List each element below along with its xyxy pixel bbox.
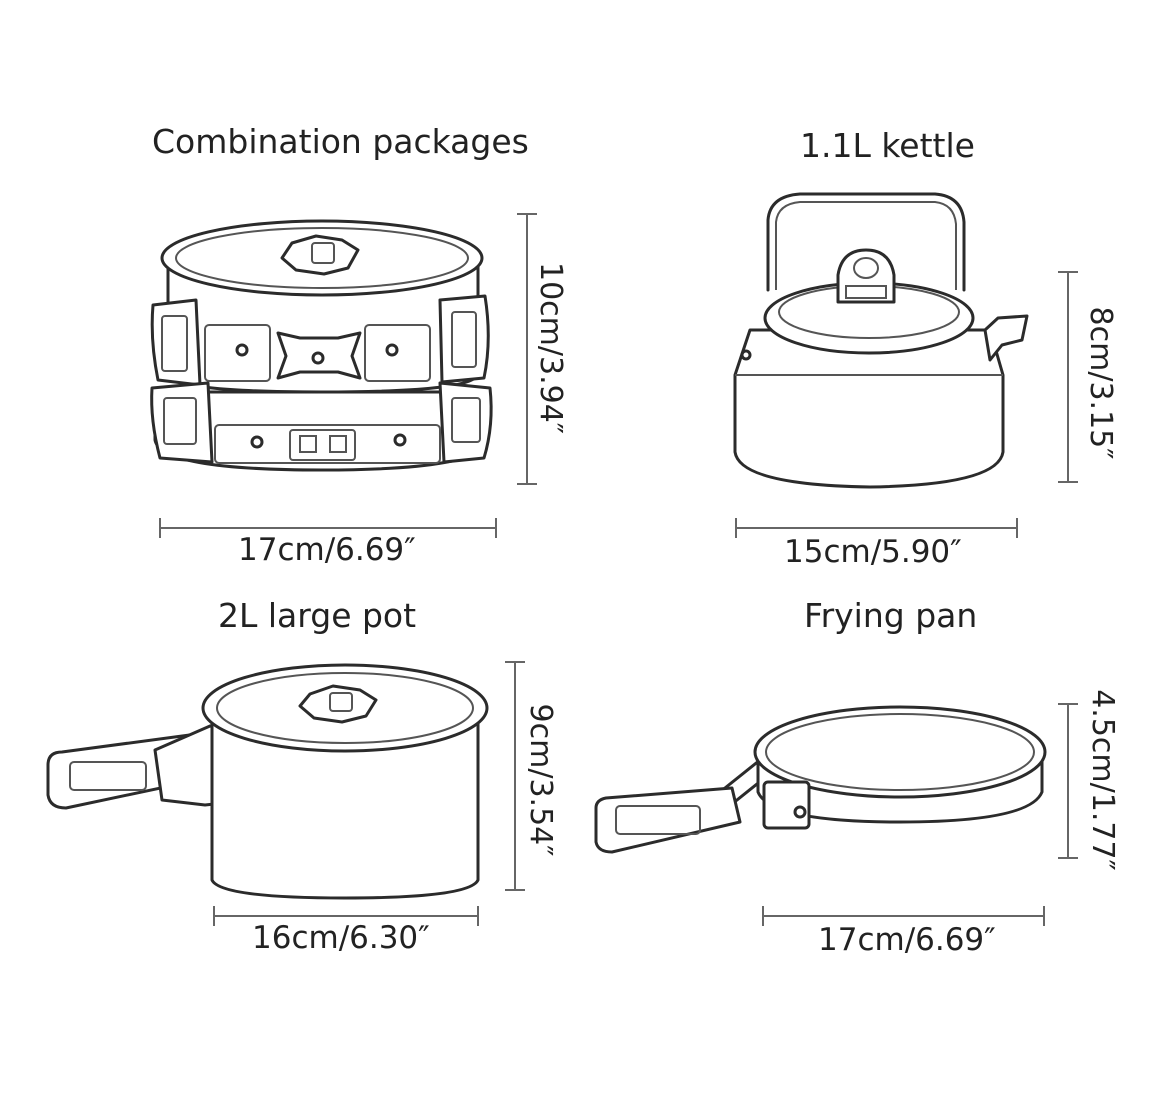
combination-width-label: 17cm/6.69″ [238, 532, 416, 568]
pot-width-label: 16cm/6.30″ [252, 920, 430, 956]
frying-pan-dimension-lines [762, 703, 1078, 926]
kettle-width-label: 15cm/5.90″ [784, 534, 962, 570]
nested-pots-icon [150, 219, 493, 472]
frying-pan-width-label: 17cm/6.69″ [818, 922, 996, 958]
frying-pan-title: Frying pan [804, 596, 978, 635]
kettle-title: 1.1L kettle [800, 126, 975, 165]
frying-pan-height-label: 4.5cm/1.77″ [1085, 689, 1120, 871]
pot-dimension-lines [213, 661, 525, 926]
pot-title: 2L large pot [218, 596, 417, 635]
combination-height-label: 10cm/3.94″ [533, 261, 568, 434]
frying-pan-icon [594, 705, 1047, 854]
kettle-dimension-lines [735, 271, 1078, 538]
pot-height-label: 9cm/3.54″ [523, 703, 558, 857]
pot-icon [46, 663, 489, 900]
kettle-icon [733, 192, 1029, 489]
combination-dimension-lines [159, 213, 537, 538]
kettle-height-label: 8cm/3.15″ [1083, 306, 1118, 460]
combination-title: Combination packages [152, 122, 529, 161]
